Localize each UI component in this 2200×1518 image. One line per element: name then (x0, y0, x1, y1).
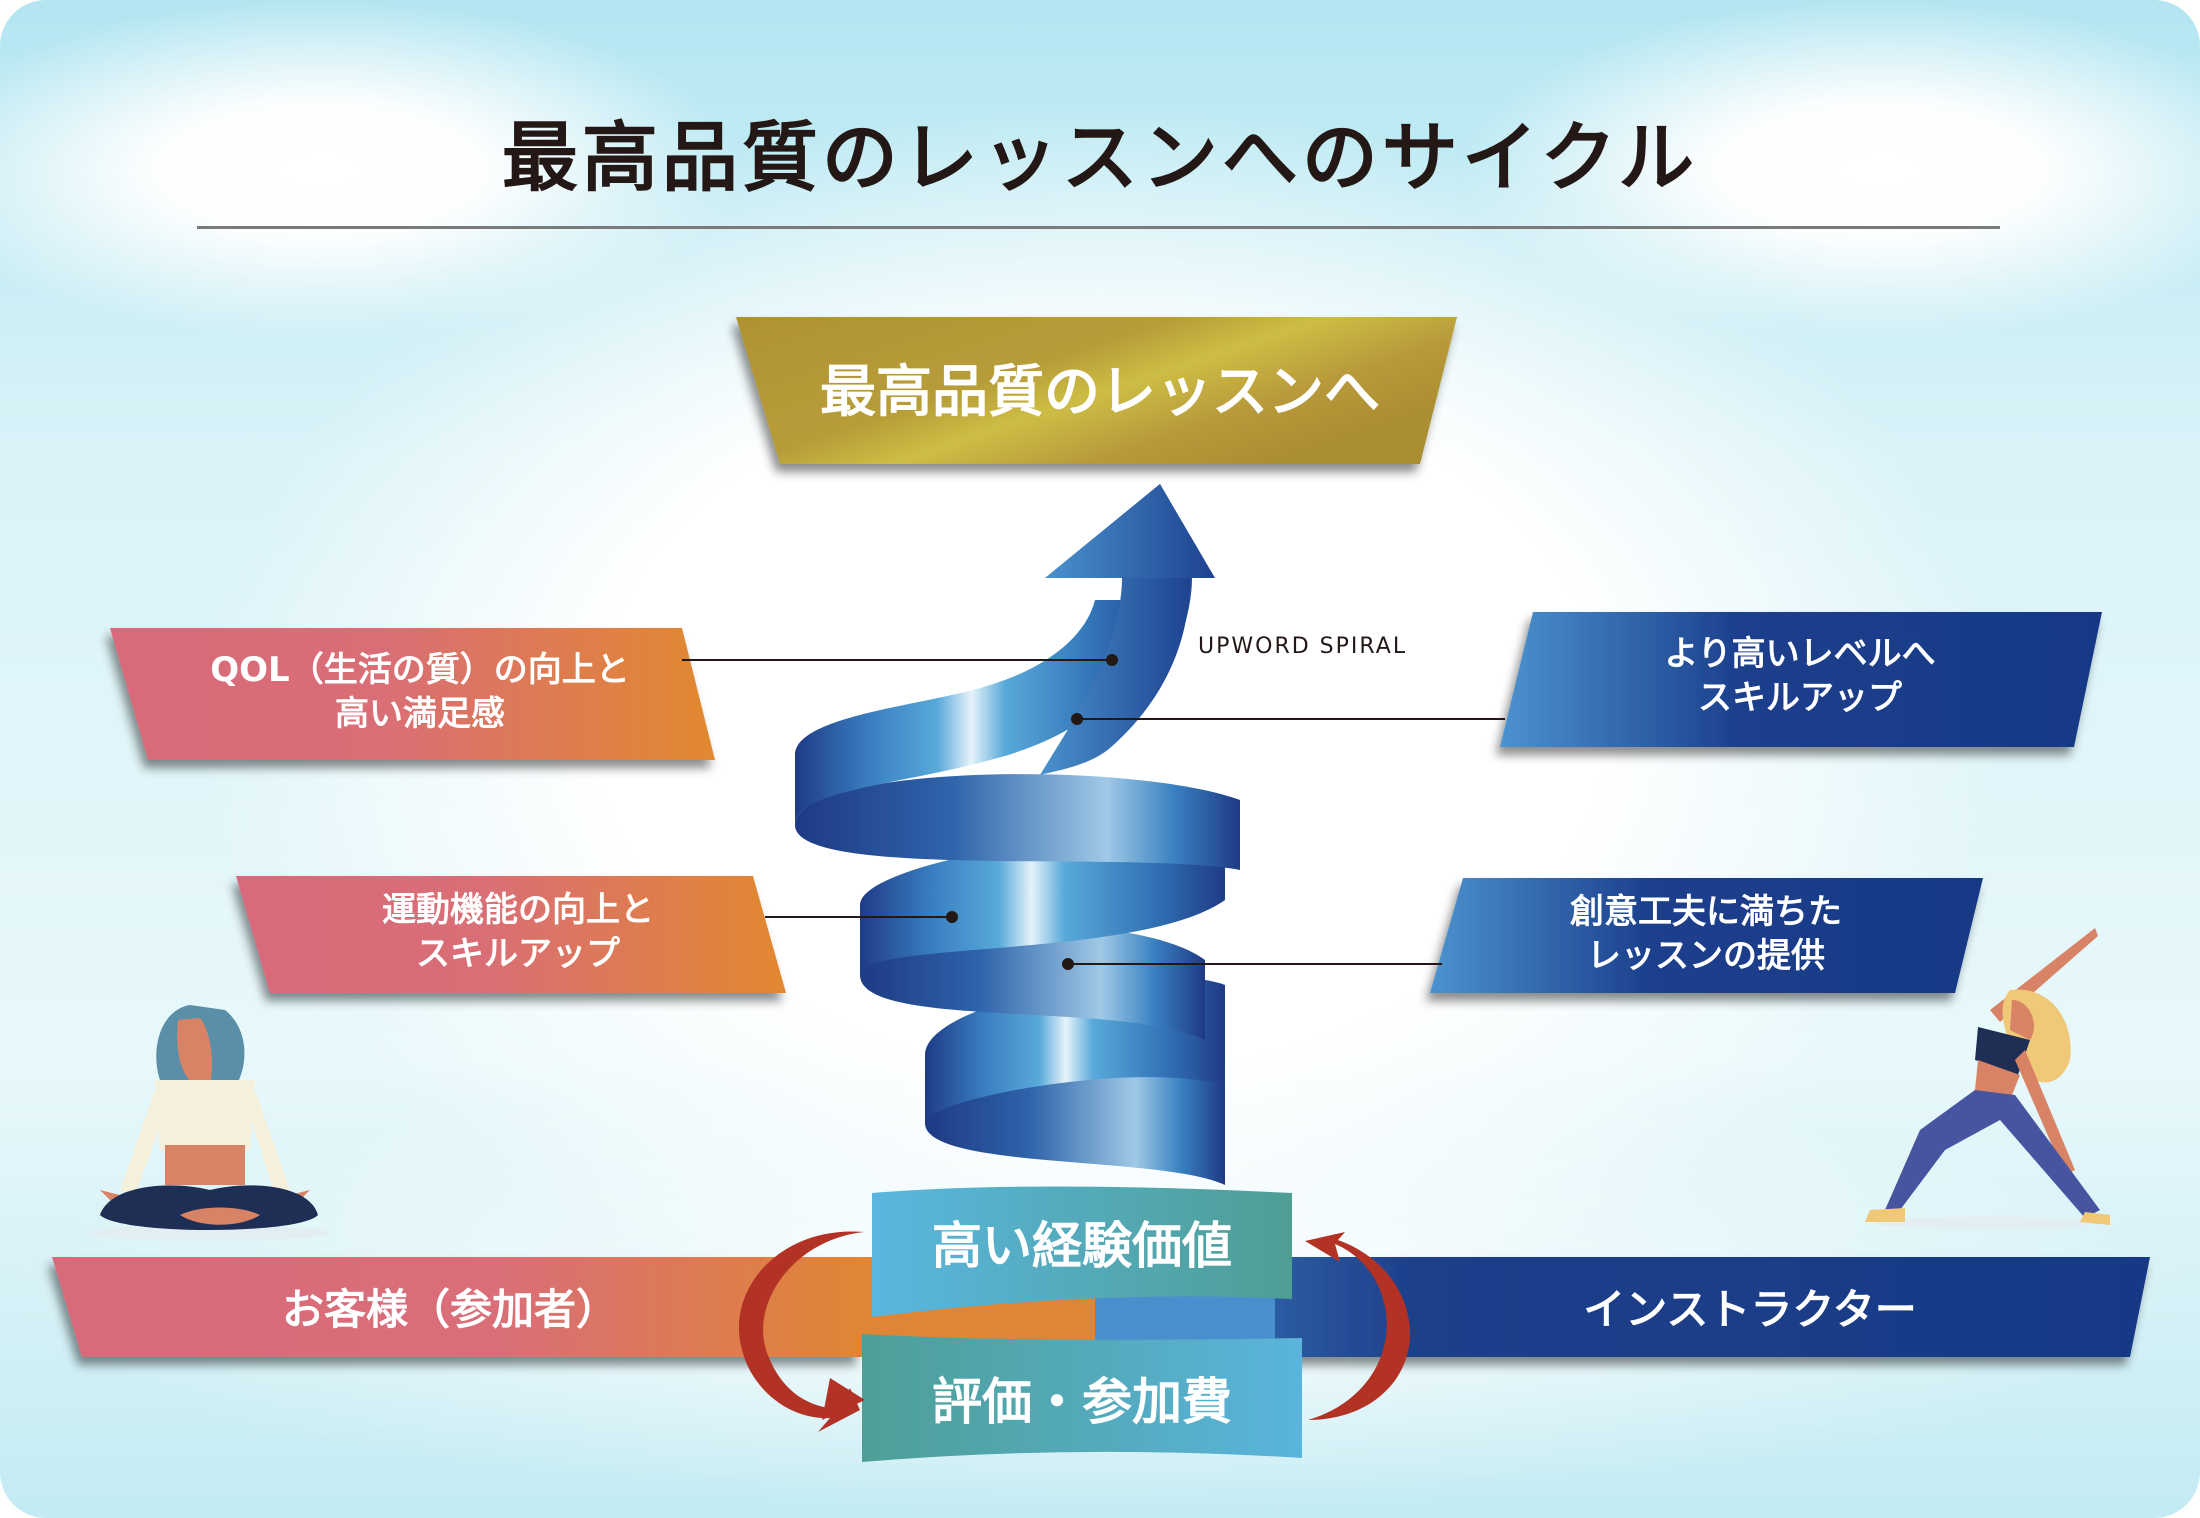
cycle-arrow-left-icon (738, 1231, 865, 1432)
leader-line-1 (682, 654, 1118, 666)
upward-spiral-icon (795, 484, 1240, 1185)
leader-line-3 (765, 911, 958, 923)
right-benefit-2-line2: レッスンの提供 (1587, 936, 1825, 977)
meditating-woman-illustration (90, 1005, 330, 1241)
left-benefit-box-2 (236, 876, 786, 993)
spiral-caption: UPWORD SPIRAL (1198, 634, 1408, 659)
left-benefit-2-line1: 運動機能の向上と (382, 890, 654, 930)
leader-line-4 (1062, 958, 1442, 970)
cycle-top-label: 高い経験価値 (932, 1217, 1232, 1275)
yoga-instructor-illustration (1865, 928, 2110, 1229)
right-benefit-1-line1: より高いレベルへ (1664, 634, 1936, 674)
page-title: 最高品質のレッスンへのサイクル (501, 113, 1699, 202)
cycle-bottom-box (862, 1334, 1302, 1462)
cycle-top-box (872, 1186, 1292, 1317)
left-benefit-1-line2: 高い満足感 (335, 694, 505, 735)
left-benefit-box-1 (110, 628, 715, 760)
instructor-bar (1100, 1257, 2150, 1357)
right-benefit-box-1 (1500, 612, 2102, 747)
customer-label: お客様（参加者） (281, 1285, 618, 1334)
cycle-arrow-right-icon (1305, 1232, 1411, 1420)
instructor-label: インストラクター (1583, 1285, 1917, 1334)
left-benefit-2-line2: スキルアップ (416, 934, 620, 975)
left-benefit-2-text: 運動機能の向上と スキルアップ (262, 888, 774, 976)
right-benefit-1-text: より高いレベルへ スキルアップ (1520, 632, 2080, 720)
right-benefit-2-line1: 創意工夫に満ちた (1570, 892, 1842, 932)
title-divider (197, 226, 2000, 229)
goal-label: 最高品質のレッスンへ (820, 360, 1380, 425)
leader-line-2 (1071, 713, 1505, 725)
right-benefit-2-text: 創意工夫に満ちた レッスンの提供 (1446, 890, 1966, 978)
left-benefit-1-line1: QOL（生活の質）の向上と (210, 650, 630, 690)
left-benefit-1-text: QOL（生活の質）の向上と 高い満足感 (140, 648, 700, 736)
right-benefit-box-2 (1430, 878, 1983, 993)
customer-bar (52, 1257, 860, 1357)
goal-banner (736, 317, 1457, 464)
cycle-bottom-label: 評価・参加費 (932, 1373, 1232, 1431)
right-benefit-1-line2: スキルアップ (1698, 678, 1902, 719)
